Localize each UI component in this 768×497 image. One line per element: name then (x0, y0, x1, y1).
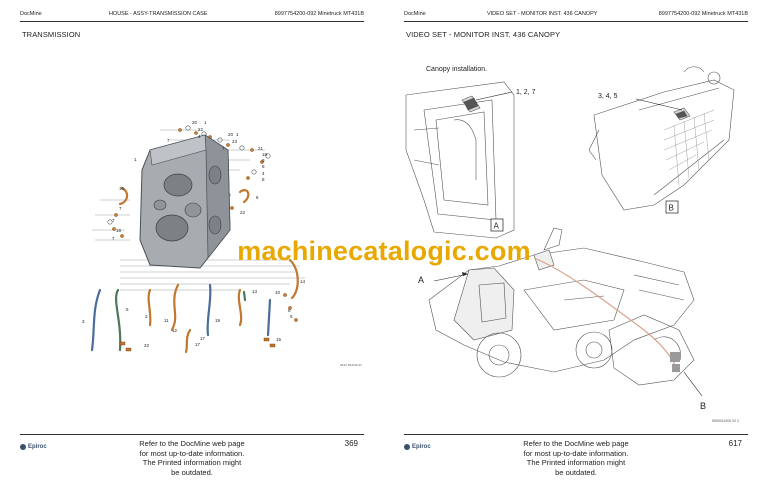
part-label: 16 (119, 186, 125, 191)
part-label: 6 (288, 308, 291, 313)
part-label: 7 (119, 206, 122, 211)
notice-line: be outdated. (171, 467, 213, 477)
header-app-name: DocMine (20, 11, 42, 17)
header-doc-id: 8997754200-092 Minetruck MT431B (658, 11, 748, 17)
part-label: 8 (262, 177, 265, 182)
part-label: 19 (215, 318, 221, 323)
part-label: 12 (172, 328, 178, 333)
epiroc-logo-icon (404, 444, 410, 450)
epiroc-logo-icon (20, 444, 26, 450)
page-number: 617 (728, 439, 742, 448)
page-number: 369 (344, 439, 358, 448)
part-label: 17 (195, 342, 201, 347)
part-label: 23 (232, 139, 238, 144)
part-label: 18 (116, 228, 122, 233)
docmine-notice: Refer to the DocMine web page for most u… (20, 439, 364, 477)
part-label: 9 (262, 158, 265, 163)
part-label: 6 (256, 195, 259, 200)
minetruck-outline (428, 227, 695, 386)
detail-b-label: B (669, 204, 674, 213)
section-title: VIDEO SET - MONITOR INST. 436 CANOPY (406, 30, 561, 39)
part-label: 7 (112, 218, 115, 223)
figure-id: 5590011900 02 2 (712, 419, 739, 423)
part-label: 13 (252, 289, 258, 294)
detail-a-label: A (494, 222, 500, 231)
transmission-exploded-diagram: 20 1 22 4 7 20 1 23 21 7 18 9 8 4 8 6 22… (82, 120, 362, 367)
part-label: 22 (144, 343, 150, 348)
part-label: 8 (262, 164, 265, 169)
part-label: 1 (204, 120, 207, 125)
part-label: 7 (167, 138, 170, 143)
section-title: TRANSMISSION (22, 30, 81, 39)
notice-line: Refer to the DocMine web page (139, 439, 245, 448)
epiroc-logo: Epiroc (20, 444, 47, 450)
notice-line: for most up-to-date information. (523, 448, 629, 458)
left-page: DocMine HOUSE - ASSY-TRANSMISSION CASE 8… (20, 7, 364, 497)
header-app-name: DocMine (404, 11, 426, 17)
machine-callout-b: B (700, 401, 706, 411)
page-header: DocMine HOUSE - ASSY-TRANSMISSION CASE 8… (20, 7, 364, 22)
page-footer: Epiroc Refer to the DocMine web page for… (404, 434, 748, 497)
figure-caption: Canopy installation. (426, 66, 488, 73)
part-label: 2 (145, 314, 148, 319)
callout-b-parts: 3, 4, 5 (598, 93, 618, 100)
machine-callout-a: A (418, 275, 424, 285)
part-label: 20 (192, 120, 198, 125)
part-label: 3 (82, 319, 85, 324)
notice-line: The Printed information might (526, 458, 626, 467)
docmine-notice: Refer to the DocMine web page for most u… (404, 439, 748, 477)
video-monitor-installation-diagram: A B 1, 2, 7 3, 4, 5 A B 5590011900 02 2 (405, 66, 739, 423)
right-page: DocMine VIDEO SET - MONITOR INST. 436 CA… (384, 0, 768, 497)
part-label: 5 (290, 314, 293, 319)
epiroc-logo: Epiroc (404, 444, 431, 450)
part-label: 10 (275, 290, 281, 295)
logo-text: Epiroc (412, 444, 431, 450)
part-label: 18 (262, 152, 268, 157)
part-label: 1 (236, 132, 239, 137)
part-label: 14 (300, 279, 306, 284)
page-header: DocMine VIDEO SET - MONITOR INST. 436 CA… (404, 7, 748, 22)
notice-line: be outdated. (555, 467, 597, 477)
notice-line: for most up-to-date information. (139, 448, 245, 458)
part-label: 20 (228, 132, 234, 137)
part-label: 21 (258, 146, 264, 151)
part-label: 1 (134, 157, 137, 162)
part-label: 15 (276, 337, 282, 342)
notice-line: Refer to the DocMine web page (523, 439, 629, 448)
part-label: 4 (262, 171, 265, 176)
logo-text: Epiroc (28, 444, 47, 450)
header-title: VIDEO SET - MONITOR INST. 436 CANOPY (486, 11, 598, 17)
callout-a-parts: 1, 2, 7 (516, 89, 536, 96)
part-label: 5 (126, 307, 129, 312)
transmission-case-shape (139, 134, 231, 269)
header-doc-id: 8997754200-092 Minetruck MT431B (274, 11, 364, 17)
part-label: 22 (240, 210, 246, 215)
part-label: 7 (112, 236, 115, 241)
part-label: 22 (198, 127, 204, 132)
header-title: HOUSE - ASSY-TRANSMISSION CASE (108, 11, 208, 17)
part-label: 17 (200, 336, 206, 341)
notice-line: The Printed information might (142, 458, 242, 467)
figure-id: 0413 TRANS 01 (340, 363, 362, 367)
part-label: 11 (164, 318, 169, 323)
page-footer: Epiroc Refer to the DocMine web page for… (20, 434, 364, 497)
part-label: 7 (222, 146, 225, 151)
part-label: 4 (198, 134, 201, 139)
watermark-text: machinecatalogic.com (237, 236, 531, 266)
